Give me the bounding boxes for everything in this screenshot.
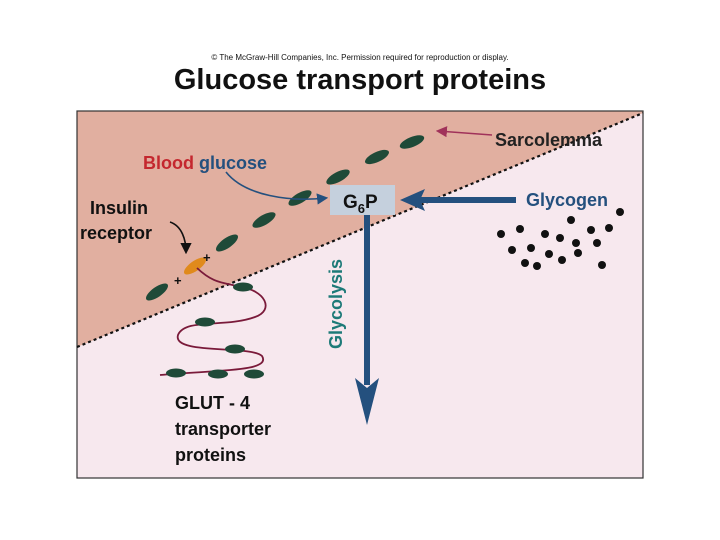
glut4-transporter [399,135,425,149]
sarcolemma-membrane [76,111,644,349]
glycogen-granule [593,239,601,247]
insulin-label-line1: Insulin [90,198,148,218]
glycogen-granule [533,262,541,270]
glycolysis-label: Glycolysis [326,259,346,349]
glycogen-granule [567,216,575,224]
glut4-transporter [215,234,239,252]
glycogen-arrow-head [400,189,425,211]
insulin-receptor-arrow [169,221,192,255]
glycogen-granule [572,239,580,247]
glycogen-granule [508,246,516,254]
glycogen-granule [587,226,595,234]
glut-label-line3: proteins [175,445,246,465]
glycogen-granule [497,230,505,238]
glycogen-granule [605,224,613,232]
glut4-transporter [252,212,276,228]
page-title: Glucose transport proteins [173,64,547,96]
copyright-notice: © The McGraw-Hill Companies, Inc. Permis… [211,53,509,62]
glycogen-granule [545,250,553,258]
glycogen-label: Glycogen [526,190,608,210]
glycogen-granule [516,225,524,233]
glycogen-granules [497,208,624,270]
g6p-g: G [343,192,358,213]
glut4-transporter [326,169,350,185]
glycogen-granule [527,244,535,252]
insulin-receptor [183,257,207,275]
glycogen-granule [521,259,529,267]
glut4-vesicle-transporter [244,369,264,379]
receptor-mark: + [203,250,211,265]
g6p-p: P [365,192,378,213]
glut4-transporter [365,149,389,165]
insulin-label-line2: receptor [80,223,152,243]
glycogen-granule [556,234,564,242]
glut-label-line2: transporter [175,419,271,439]
membrane-transporters [145,135,425,301]
glycogen-granule [616,208,624,216]
glut-label-line1: GLUT - 4 [175,393,250,413]
sarcolemma-label: Sarcolemma [495,130,603,150]
panel-border [76,110,644,479]
receptor-mark: + [174,273,182,288]
glycogen-granule [598,261,606,269]
glycogen-granule [541,230,549,238]
glut4-vesicle-transporter [225,344,245,354]
glut4-vesicle-transporter [208,369,228,379]
g6p-box [330,185,395,215]
glycolysis-arrow-head [355,378,379,425]
glut4-vesicle-transporter [166,368,186,378]
blood-word: Blood [143,153,194,173]
glut4-transporter [145,283,169,301]
glycogen-granule [558,256,566,264]
glut4-vesicle-transporter [195,317,215,327]
sarcolemma-arrow [435,126,493,138]
glucose-word: glucose [199,153,267,173]
g6p-label: G6P [343,192,378,216]
vesicle-transporters [166,282,264,379]
g6p-subscript: 6 [358,201,365,216]
glut4-vesicle-transporter [233,282,253,292]
glycogen-granule [574,249,582,257]
glut4-transporter [288,190,312,206]
glucose-arrow [225,171,329,205]
